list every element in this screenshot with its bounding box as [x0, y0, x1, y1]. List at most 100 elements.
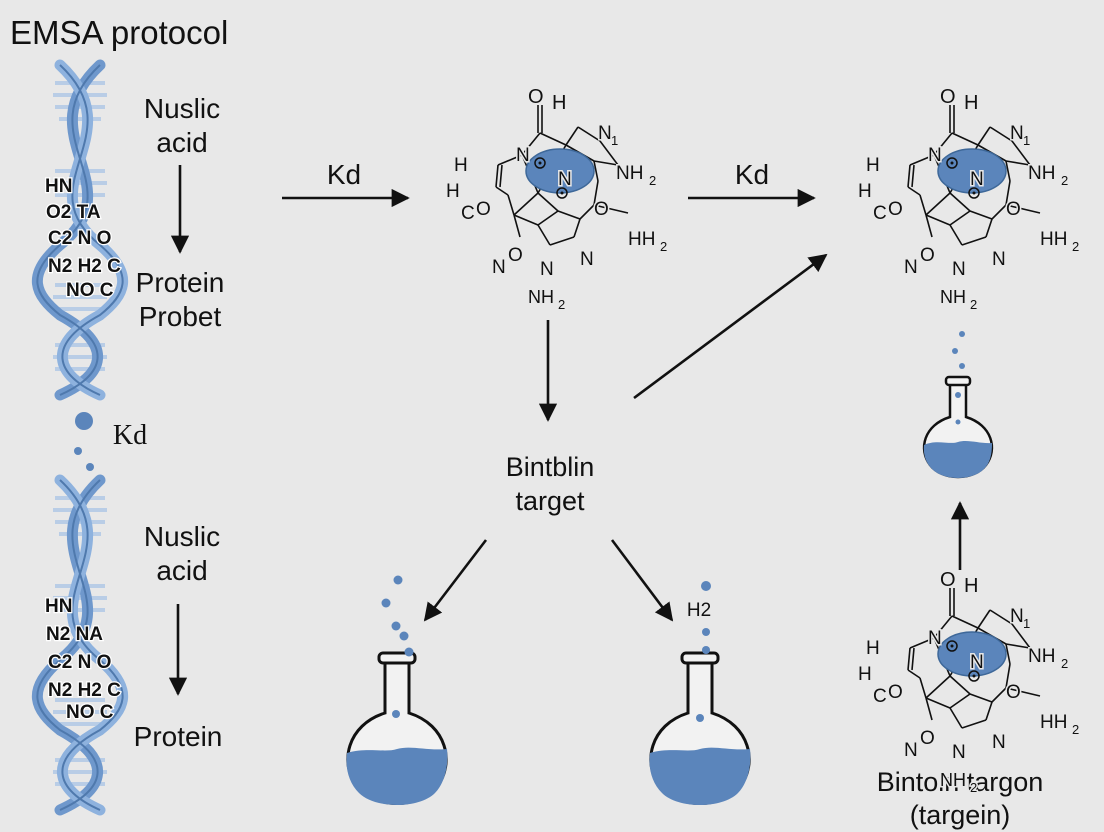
- atom-label: H: [858, 181, 872, 202]
- atom-label: N: [928, 628, 942, 649]
- atom-label: NH: [1028, 646, 1055, 667]
- bottom-right-label: Bintoin targon (targein): [850, 766, 1070, 832]
- atom-label: O: [920, 245, 935, 266]
- nucleic-acid-label-top: Nuslic acid: [132, 92, 232, 160]
- arrow-to-right-flask: [610, 539, 674, 622]
- atom-label: NH: [528, 287, 554, 307]
- atom-label: 2: [1072, 239, 1079, 254]
- atom-label: C: [873, 203, 887, 224]
- dna-text-line: C2 N O: [48, 228, 111, 249]
- dna-text-top: HN O2 TA C2 N O N2 H2 C NO C: [44, 175, 123, 303]
- atom-label: N: [970, 169, 984, 190]
- atom-label: HH: [628, 229, 655, 250]
- flask-center-right-icon: [648, 581, 752, 807]
- atom-label: 2: [970, 780, 977, 795]
- dna-helix-bottom-icon: [37, 480, 122, 810]
- atom-label: N: [540, 259, 554, 280]
- dna-text-line: N2 H2 C: [48, 680, 121, 701]
- atom-label: C: [873, 686, 887, 707]
- arrow-to-left-flask: [423, 539, 488, 622]
- label-line: target: [515, 486, 585, 516]
- atom-label: 2: [558, 297, 565, 312]
- atom-label: H: [446, 181, 460, 202]
- atom-label: N: [952, 259, 966, 280]
- atom-label: 1: [611, 133, 618, 148]
- atom-label: N: [904, 257, 918, 278]
- label-line: Protein: [135, 267, 225, 298]
- atom-label: NH: [940, 287, 966, 307]
- atom-label: N: [970, 652, 984, 673]
- atom-label: N: [904, 740, 918, 761]
- atom-label: NH: [616, 163, 643, 184]
- atom-label: 2: [649, 173, 656, 188]
- label-line: acid: [156, 127, 208, 158]
- atom-label: N: [928, 145, 942, 166]
- label-line: Nuslic: [143, 521, 221, 552]
- atom-label: O: [920, 728, 935, 749]
- atom-label: H: [964, 92, 978, 114]
- atom-label: O: [1006, 199, 1021, 220]
- atom-label: 2: [970, 297, 977, 312]
- label-line: (targein): [909, 800, 1011, 830]
- flow-arrows: [168, 165, 970, 696]
- atom-label: N: [580, 249, 594, 270]
- atom-label: H: [552, 92, 566, 114]
- atom-label: N: [992, 249, 1006, 270]
- atom-label: O: [508, 245, 523, 266]
- atom-label: 1: [1023, 616, 1030, 631]
- dna-text-line: NO C: [66, 702, 114, 723]
- page-title: EMSA protocol: [10, 14, 229, 51]
- atom-label: N: [558, 169, 572, 190]
- flask-top-right-icon: [922, 331, 994, 480]
- label-line: Bintblin: [505, 452, 595, 482]
- atom-label: N: [1010, 606, 1024, 627]
- dna-text-line: O2 TA: [46, 202, 101, 223]
- dna-text-line: N2 NA: [46, 624, 103, 645]
- atom-label: H: [866, 638, 880, 659]
- center-target-label: Bintblin target: [480, 450, 620, 518]
- atom-label: C: [461, 203, 475, 224]
- dna-text-bottom: HN N2 NA C2 N O N2 H2 C NO C: [44, 595, 123, 725]
- atom-label: O: [940, 569, 956, 591]
- atom-label: O: [888, 682, 903, 703]
- atom-label: O: [476, 199, 491, 220]
- atom-label: N: [598, 123, 612, 144]
- atom-label: H: [866, 155, 880, 176]
- flask-left-icon: [345, 575, 449, 807]
- kd-label-left: Kd: [112, 420, 148, 451]
- dna-text-line: C2 N O: [48, 652, 111, 673]
- h2-flask-label: H2: [686, 600, 712, 621]
- kd-arrow-label-1: Kd: [326, 159, 362, 190]
- atom-label: 2: [660, 239, 667, 254]
- label-line: acid: [156, 555, 208, 586]
- dna-text-line: HN: [45, 176, 72, 197]
- atom-label: N: [992, 732, 1006, 753]
- dna-text-line: NO C: [66, 280, 114, 301]
- atom-label: NH: [1028, 163, 1055, 184]
- dna-text-line: HN: [45, 596, 72, 617]
- atom-label: HH: [1040, 229, 1067, 250]
- atom-label: 2: [1061, 656, 1068, 671]
- atom-label: N: [492, 257, 506, 278]
- nucleic-acid-label-bottom: Nuslic acid: [132, 520, 232, 588]
- atom-label: H: [858, 664, 872, 685]
- arrow-diag-up-right: [633, 253, 828, 400]
- atom-label: N: [1010, 123, 1024, 144]
- dna-text-line: N2 H2 C: [48, 256, 121, 277]
- label-line: Nuslic: [143, 93, 221, 124]
- atom-label: O: [1006, 682, 1021, 703]
- label-line: Probet: [138, 301, 222, 332]
- atom-label: N: [516, 145, 530, 166]
- atom-label: O: [888, 199, 903, 220]
- atom-label: H: [964, 575, 978, 597]
- atom-label: N: [952, 742, 966, 763]
- atom-label: O: [940, 86, 956, 108]
- kd-arrow-label-2: Kd: [734, 159, 770, 190]
- atom-label: NH: [940, 770, 966, 790]
- atom-label: 1: [1023, 133, 1030, 148]
